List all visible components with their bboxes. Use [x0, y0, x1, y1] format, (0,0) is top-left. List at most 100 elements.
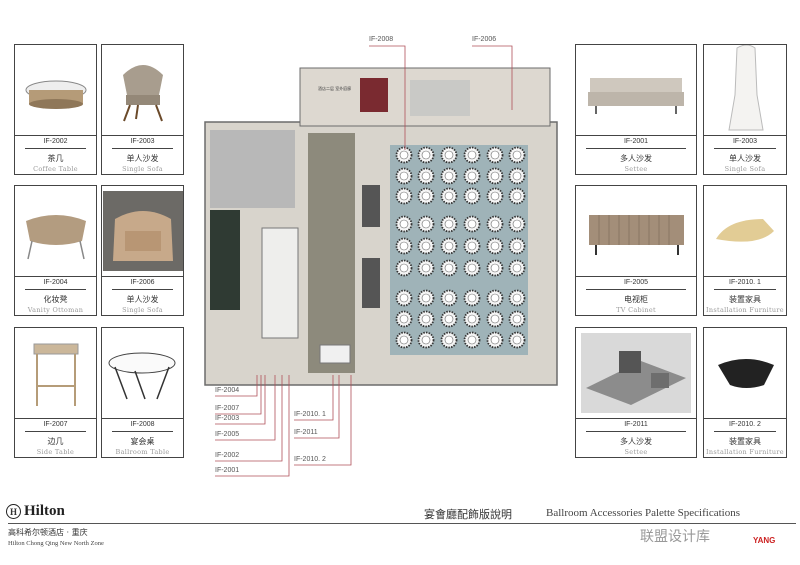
item-name-en: Single Sofa — [724, 165, 766, 173]
item-name-en: Single Sofa — [122, 306, 163, 314]
banquet-table-top — [490, 219, 500, 229]
card-label: IF-2004 化妆凳 Vanity Ottoman — [15, 275, 96, 315]
banquet-table-top — [444, 191, 454, 201]
item-code: IF-2005 — [623, 279, 649, 286]
banquet-table-top — [421, 219, 431, 229]
banquet-table-top — [512, 241, 522, 251]
item-code: IF-2004 — [43, 279, 68, 286]
cabinet-icon — [576, 186, 696, 277]
banquet-table-top — [421, 171, 431, 181]
banquet-table-top — [467, 263, 477, 273]
item-name-zh: 边几 — [47, 437, 64, 446]
room-label: 酒店二层 室外庭廊 — [318, 85, 351, 91]
label-rule — [25, 148, 86, 149]
armchair-icon — [102, 186, 183, 277]
item-code: IF-2006 — [130, 279, 155, 286]
callout-label: IF-2001 — [215, 467, 240, 474]
label-rule — [112, 289, 173, 290]
callout-line — [215, 375, 262, 415]
callout-label: IF-2008 — [369, 36, 394, 43]
banquet-table-top — [444, 219, 454, 229]
item-code: IF-2003 — [130, 138, 155, 145]
label-rule — [714, 431, 776, 432]
callout-line — [215, 375, 258, 397]
furniture-card-if-2003: IF-2003 单人沙发 Single Sofa — [703, 44, 787, 175]
callout-label: IF-2005 — [215, 431, 240, 438]
furniture-card-if-2005: IF-2005 电视柜 TV Cabinet — [575, 185, 697, 316]
banquet-table-top — [444, 150, 454, 160]
card-label: IF-2003 单人沙发 Single Sofa — [704, 134, 786, 174]
item-code: IF-2010. 2 — [729, 421, 761, 428]
banquet-table-top — [490, 241, 500, 251]
hotel-name-en: Hilton Chong Qing New North Zone — [8, 540, 104, 547]
furniture-card-if-20102: IF-2010. 2 装置家具 Installation Furniture — [703, 327, 787, 458]
item-code: IF-2001 — [623, 138, 649, 145]
banquet-table-top — [399, 241, 409, 251]
label-rule — [112, 148, 173, 149]
item-name-zh: 单人沙发 — [729, 154, 761, 163]
furniture-card-if-2008: IF-2008 宴会桌 Ballroom Table — [101, 327, 184, 458]
upper-stair-area — [360, 78, 388, 112]
furniture-card-if-2003: IF-2003 单人沙发 Single Sofa — [101, 44, 184, 175]
callout-line — [215, 375, 283, 462]
banquet-table-top — [421, 293, 431, 303]
banquet-table-top — [512, 171, 522, 181]
banquet-table-top — [399, 293, 409, 303]
item-code: IF-2008 — [130, 421, 155, 428]
banquet-table-top — [467, 293, 477, 303]
banquet-table-top — [490, 335, 500, 345]
banquet-table-top — [490, 191, 500, 201]
item-name-en: TV Cabinet — [616, 306, 656, 314]
callout-label: IF-2004 — [215, 387, 240, 394]
item-name-zh: 单人沙发 — [126, 154, 159, 163]
banquet-table-top — [421, 241, 431, 251]
item-name-zh: 单人沙发 — [126, 295, 159, 304]
sheet-title-zh: 宴會廳配飾版說明 — [424, 508, 512, 521]
card-label: IF-2007 边几 Side Table — [15, 417, 96, 457]
coffee-table-icon — [15, 45, 96, 136]
banquet-table-top — [444, 293, 454, 303]
upper-lounge — [410, 80, 470, 116]
item-name-en: Settee — [624, 448, 648, 456]
item-name-zh: 多人沙发 — [620, 437, 652, 446]
item-name-zh: 电视柜 — [624, 295, 648, 304]
callout-label: IF-2011 — [294, 429, 318, 436]
furniture-card-if-2001: IF-2001 多人沙发 Settee — [575, 44, 697, 175]
sheet-title-en: Ballroom Accessories Palette Specificati… — [546, 507, 740, 519]
watermark-tag: YANG — [753, 536, 776, 545]
banquet-table-top — [512, 150, 522, 160]
callout-line — [294, 375, 340, 439]
callout-line — [369, 45, 406, 150]
banquet-table-top — [444, 171, 454, 181]
callout-label: IF-2003 — [215, 415, 240, 422]
item-code: IF-2002 — [43, 138, 68, 145]
banquet-table-top — [467, 314, 477, 324]
callout-label: IF-2010. 1 — [294, 411, 326, 418]
callout-line — [215, 375, 290, 477]
item-name-en: Vanity Ottoman — [27, 306, 84, 314]
label-rule — [586, 431, 686, 432]
partition-2 — [362, 258, 380, 308]
card-label: IF-2010. 1 装置家具 Installation Furniture — [704, 275, 786, 315]
item-name-en: Installation Furniture — [706, 306, 784, 314]
banquet-table-top — [444, 314, 454, 324]
furniture-card-if-2011: IF-2011 多人沙发 Settee — [575, 327, 697, 458]
item-name-en: Installation Furniture — [706, 448, 784, 456]
lounge-chair-icon — [102, 45, 183, 136]
banquet-table-top — [512, 263, 522, 273]
furniture-card-if-2004: IF-2004 化妆凳 Vanity Ottoman — [14, 185, 97, 316]
hotel-name-zh: 高科希尔顿酒店 · 重庆 — [8, 528, 88, 537]
label-rule — [112, 431, 173, 432]
banquet-table-top — [399, 263, 409, 273]
banquet-table-top — [444, 263, 454, 273]
item-name-zh: 宴会桌 — [130, 437, 155, 446]
banquet-table-top — [512, 191, 522, 201]
banquet-table-top — [421, 191, 431, 201]
item-name-en: Side Table — [36, 448, 75, 456]
installation-icon — [704, 186, 786, 277]
sofa-icon — [576, 45, 696, 136]
reception-desk — [319, 344, 351, 364]
service-block — [210, 130, 295, 208]
dining-chair-icon — [704, 45, 786, 136]
card-label: IF-2002 茶几 Coffee Table — [15, 134, 96, 174]
